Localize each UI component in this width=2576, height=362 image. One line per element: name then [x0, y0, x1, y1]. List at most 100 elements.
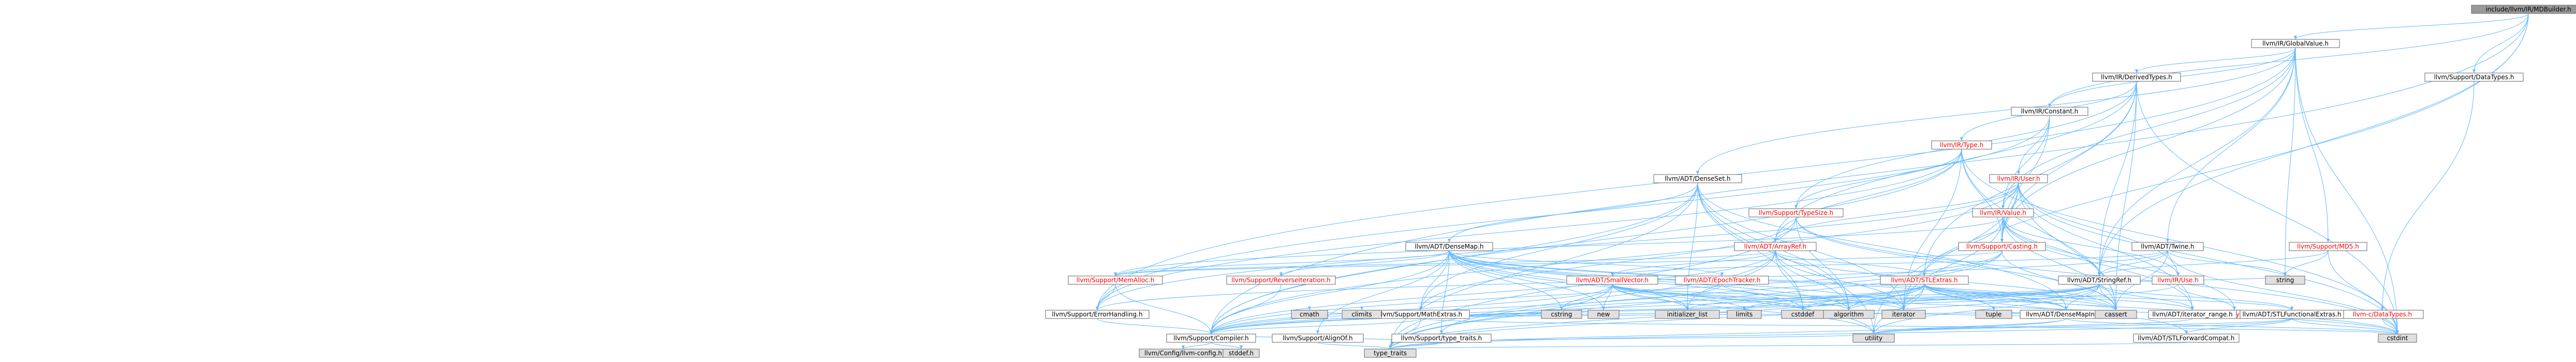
edge-value-to-ctypes: [2003, 216, 2235, 311]
node-label-memalloc: llvm/Support/MemAlloc.h: [1077, 277, 1155, 284]
node-globalvalue[interactable]: llvm/IR/GlobalValue.h: [2251, 39, 2340, 48]
node-label-twine: llvm/ADT/Twine.h: [2141, 243, 2194, 250]
node-initlist: initializer_list: [1655, 310, 1720, 319]
arrowhead-globalvalue-to-twine: [2166, 239, 2169, 242]
arrowhead-globalvalue-to-derivedtypes: [2135, 69, 2138, 73]
node-new: new: [1587, 310, 1620, 319]
node-climits: climits: [1342, 310, 1382, 319]
arrowhead-builder-to-globalvalue: [2294, 36, 2297, 39]
edge-type-to-typesize: [1795, 149, 1962, 209]
edge-stringref-to-stlfunc: [2099, 284, 2292, 311]
edge-stlextras-to-iterrange: [1924, 284, 2193, 311]
edge-type-to-cassert: [1961, 149, 2116, 311]
node-label-mdh: llvm/Support/MD5.h: [2297, 243, 2359, 250]
node-smallvector[interactable]: llvm/ADT/SmallVector.h: [1566, 276, 1658, 285]
node-use[interactable]: llvm/IR/Use.h: [2152, 276, 2204, 285]
arrowhead-mathextras-to-climits: [1360, 307, 1363, 310]
node-datatypes[interactable]: llvm/Support/DataTypes.h: [2424, 73, 2524, 82]
node-mathextras[interactable]: llvm/Support/MathExtras.h: [1372, 310, 1470, 319]
node-label-datatypes: llvm/Support/DataTypes.h: [2434, 74, 2514, 81]
edge-densemap-to-mathextras: [1420, 250, 1450, 311]
edge-arrayref-to-memalloc: [1115, 250, 1776, 277]
node-mdh[interactable]: llvm/Support/MD5.h: [2289, 242, 2367, 251]
node-stddef: stddef.h: [1223, 349, 1260, 358]
node-label-cassert: cassert: [2104, 311, 2127, 318]
arrowhead-denseset-to-densemap: [1448, 239, 1451, 242]
node-box-use: [2152, 276, 2204, 285]
arrowhead-smallvector-to-new: [1602, 307, 1605, 310]
node-stlextras[interactable]: llvm/ADT/STLExtras.h: [1880, 276, 1969, 285]
arrowhead-densemapinfo-to-cassert: [2114, 307, 2117, 310]
edge-type-to-casting: [1961, 149, 2003, 243]
node-label-cstring: cstring: [1551, 311, 1572, 318]
node-label-constant: llvm/IR/Constant.h: [2021, 108, 2079, 115]
node-cmath: cmath: [1291, 310, 1328, 319]
node-box-twine: [2131, 242, 2204, 251]
edge-compiler-to-stddef: [1211, 342, 1242, 350]
node-derivedtypes[interactable]: llvm/IR/DerivedTypes.h: [2092, 73, 2181, 82]
edge-stringref-to-densemapinfo: [2066, 284, 2100, 311]
edge-typesize-to-mathextras: [1420, 216, 1797, 311]
node-label-initlist: initializer_list: [1667, 311, 1708, 318]
node-cstddef: cstddef: [1781, 310, 1824, 319]
edge-stringref-to-iterrange: [2099, 284, 2193, 311]
node-alignof[interactable]: llvm/Support/AlignOf.h: [1272, 334, 1364, 343]
node-twine[interactable]: llvm/ADT/Twine.h: [2131, 242, 2204, 251]
node-box-builder: [2471, 5, 2576, 14]
node-typesize[interactable]: llvm/Support/TypeSize.h: [1748, 208, 1844, 218]
edge-alignof-to-type_traits: [1317, 342, 1391, 350]
edge-stlfunc-to-utility: [1873, 318, 2292, 335]
edge-mathextras-to-compiler: [1211, 318, 1421, 335]
node-box-cstdint: [2378, 334, 2417, 343]
node-value[interactable]: llvm/IR/Value.h: [1972, 208, 2034, 218]
node-box-utility: [1852, 334, 1895, 343]
node-stringref[interactable]: llvm/ADT/StringRef.h: [2058, 276, 2141, 285]
node-label-stddef: stddef.h: [1229, 350, 1254, 357]
node-casting[interactable]: llvm/Support/Casting.h: [1958, 242, 2046, 251]
node-box-datatypes: [2424, 73, 2524, 82]
node-cdatatypes[interactable]: llvm-c/DataTypes.h: [2341, 310, 2424, 319]
node-cstdint: cstdint: [2378, 334, 2417, 343]
node-densemap[interactable]: llvm/ADT/DenseMap.h: [1405, 242, 1493, 251]
node-errorhandling[interactable]: llvm/Support/ErrorHandling.h: [1045, 310, 1150, 319]
node-memalloc[interactable]: llvm/Support/MemAlloc.h: [1068, 276, 1163, 285]
edge-denseset-to-initlist: [1687, 182, 1698, 311]
edge-derivedtypes-to-casting: [2001, 81, 2137, 243]
node-densemapinfo[interactable]: llvm/ADT/DenseMapInfo.h: [2020, 310, 2113, 319]
node-iterrange[interactable]: llvm/ADT/iterator_range.h: [2148, 310, 2237, 319]
edge-casting-to-memalloc: [1115, 250, 2003, 277]
edge-derivedtypes-to-cassert: [2115, 81, 2137, 311]
node-label-cstddef: cstddef: [1791, 311, 1815, 318]
edge-densemap-to-cstring: [1449, 250, 1562, 311]
node-stlfunc[interactable]: llvm/ADT/STLFunctionalExtras.h: [2240, 310, 2344, 319]
node-user[interactable]: llvm/IR/User.h: [1989, 174, 2048, 183]
arrowhead-stlfwd-to-type_traits: [1389, 345, 1392, 349]
node-label-iterator: iterator: [1892, 311, 1916, 318]
edge-mdh-to-string: [2285, 250, 2329, 277]
arrowhead-densemapinfo-to-cstddef: [1801, 307, 1804, 310]
edge-mdh-to-cstdint: [2328, 250, 2398, 335]
edge-stringref-to-algorithm: [1848, 284, 2100, 311]
edge-builder-to-constant: [2049, 13, 2529, 108]
edge-value-to-iterrange: [2003, 216, 2193, 311]
node-denseset[interactable]: llvm/ADT/DenseSet.h: [1653, 174, 1742, 183]
node-typetraits_h[interactable]: llvm/Support/type_traits.h: [1391, 334, 1492, 343]
edge-densemap-to-cassert: [1449, 250, 2116, 311]
node-label-globalvalue: llvm/IR/GlobalValue.h: [2262, 40, 2329, 47]
node-constant[interactable]: llvm/IR/Constant.h: [2011, 107, 2088, 116]
node-epochtracker[interactable]: llvm/ADT/EpochTracker.h: [1675, 276, 1769, 285]
node-box-arrayref: [1734, 242, 1817, 251]
node-label-typesize: llvm/Support/TypeSize.h: [1759, 209, 1834, 216]
node-builder[interactable]: include/llvm/IR/MDBuilder.h: [2471, 5, 2576, 14]
node-box-cmath: [1291, 310, 1328, 319]
node-label-type: llvm/IR/Type.h: [1940, 141, 1983, 149]
node-box-derivedtypes: [2092, 73, 2181, 82]
node-stlfwd[interactable]: llvm/ADT/STLForwardCompat.h: [2133, 334, 2240, 343]
node-arrayref[interactable]: llvm/ADT/ArrayRef.h: [1734, 242, 1817, 251]
node-type[interactable]: llvm/IR/Type.h: [1931, 140, 1992, 150]
node-box-reverseiter: [1226, 276, 1336, 285]
node-reverseiter[interactable]: llvm/Support/ReverseIteration.h: [1226, 276, 1336, 285]
node-compiler[interactable]: llvm/Support/Compiler.h: [1166, 334, 1256, 343]
edge-builder-to-globalvalue: [2295, 13, 2529, 40]
node-utility: utility: [1852, 334, 1895, 343]
